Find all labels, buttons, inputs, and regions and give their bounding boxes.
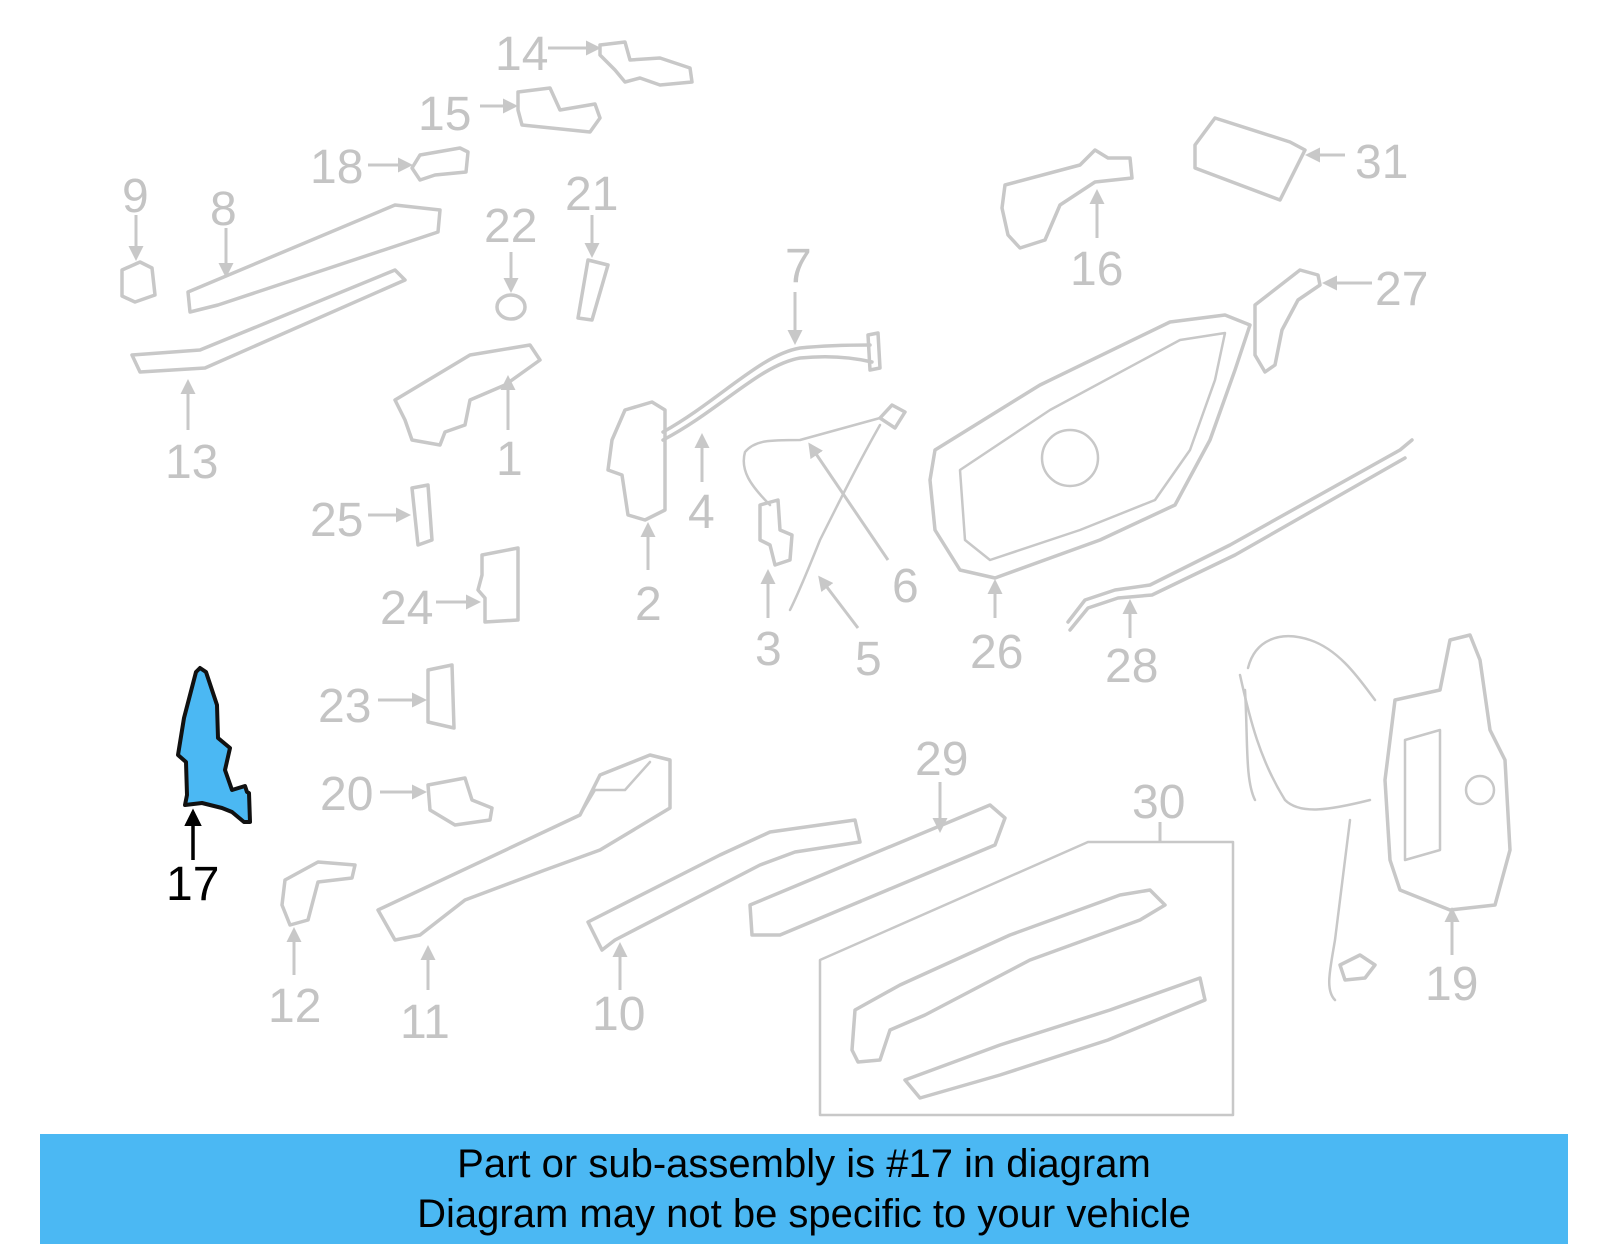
callout-24: 24 xyxy=(380,582,433,635)
callout-5: 5 xyxy=(855,633,882,686)
callout-21: 21 xyxy=(565,168,618,221)
callout-26: 26 xyxy=(970,626,1023,679)
part-27[interactable]: 27 xyxy=(1253,263,1428,374)
callout-8: 8 xyxy=(210,183,237,236)
part-12[interactable]: 12 xyxy=(268,860,357,1033)
callout-25: 25 xyxy=(310,494,363,547)
part-20[interactable]: 20 xyxy=(320,768,494,827)
callout-20: 20 xyxy=(320,768,373,821)
part-7[interactable]: 7 xyxy=(661,240,882,442)
callout-4: 4 xyxy=(688,486,715,539)
part-16[interactable]: 16 xyxy=(1000,148,1134,296)
part-30[interactable]: 30 xyxy=(818,776,1235,1117)
callout-23: 23 xyxy=(318,680,371,733)
callout-10: 10 xyxy=(592,988,645,1041)
part-8[interactable]: 8 xyxy=(186,183,442,314)
part-3[interactable]: 3 xyxy=(742,416,882,676)
callout-2: 2 xyxy=(635,578,662,631)
part-5[interactable]: 5 xyxy=(818,575,882,686)
callout-19: 19 xyxy=(1425,958,1478,1011)
callout-15: 15 xyxy=(418,88,471,141)
part-26[interactable]: 26 xyxy=(928,313,1252,679)
part-13[interactable]: 13 xyxy=(130,268,407,489)
callout-16: 16 xyxy=(1070,243,1123,296)
caption-line-2: Diagram may not be specific to your vehi… xyxy=(417,1192,1191,1236)
part-6[interactable]: 6 xyxy=(788,403,919,613)
part-29[interactable]: 29 xyxy=(748,733,1007,937)
caption-line-1: Part or sub-assembly is #17 in diagram xyxy=(457,1142,1151,1186)
callout-29: 29 xyxy=(915,733,968,786)
part-14[interactable]: 14 xyxy=(495,28,694,87)
part-17-highlighted[interactable]: 17 xyxy=(166,666,252,911)
part-31[interactable]: 31 xyxy=(1193,116,1408,202)
callout-11: 11 xyxy=(400,996,450,1049)
part-11[interactable]: 11 xyxy=(376,753,672,1049)
part-21[interactable]: 21 xyxy=(565,168,618,322)
callout-22: 22 xyxy=(484,200,537,253)
part-9[interactable]: 9 xyxy=(120,170,157,304)
caption-banner: Part or sub-assembly is #17 in diagram D… xyxy=(40,1134,1568,1244)
part-23[interactable]: 23 xyxy=(318,663,456,733)
callout-18: 18 xyxy=(310,141,363,194)
part-1[interactable]: 1 xyxy=(393,343,542,486)
callout-13: 13 xyxy=(165,436,218,489)
callout-6: 6 xyxy=(892,560,919,613)
part-4[interactable]: 4 xyxy=(688,433,715,539)
part-25[interactable]: 25 xyxy=(310,483,434,547)
part-18[interactable]: 18 xyxy=(310,141,470,194)
callout-27: 27 xyxy=(1375,263,1428,316)
part-10[interactable]: 10 xyxy=(586,818,862,1041)
callout-3: 3 xyxy=(755,623,782,676)
callout-31: 31 xyxy=(1355,136,1408,189)
part-28[interactable]: 28 xyxy=(1066,438,1414,693)
callout-7: 7 xyxy=(785,240,812,293)
callout-17: 17 xyxy=(166,858,219,911)
callout-14: 14 xyxy=(495,28,548,81)
part-2[interactable]: 2 xyxy=(606,400,667,631)
part-15[interactable]: 15 xyxy=(418,86,602,141)
part-19[interactable]: 19 xyxy=(1238,633,1512,1011)
callout-30: 30 xyxy=(1132,776,1185,829)
callout-28: 28 xyxy=(1105,640,1158,693)
callout-12: 12 xyxy=(268,980,321,1033)
part-22[interactable]: 22 xyxy=(484,200,537,321)
callout-9: 9 xyxy=(122,170,149,223)
callout-1: 1 xyxy=(496,433,523,486)
part-24[interactable]: 24 xyxy=(380,546,520,635)
